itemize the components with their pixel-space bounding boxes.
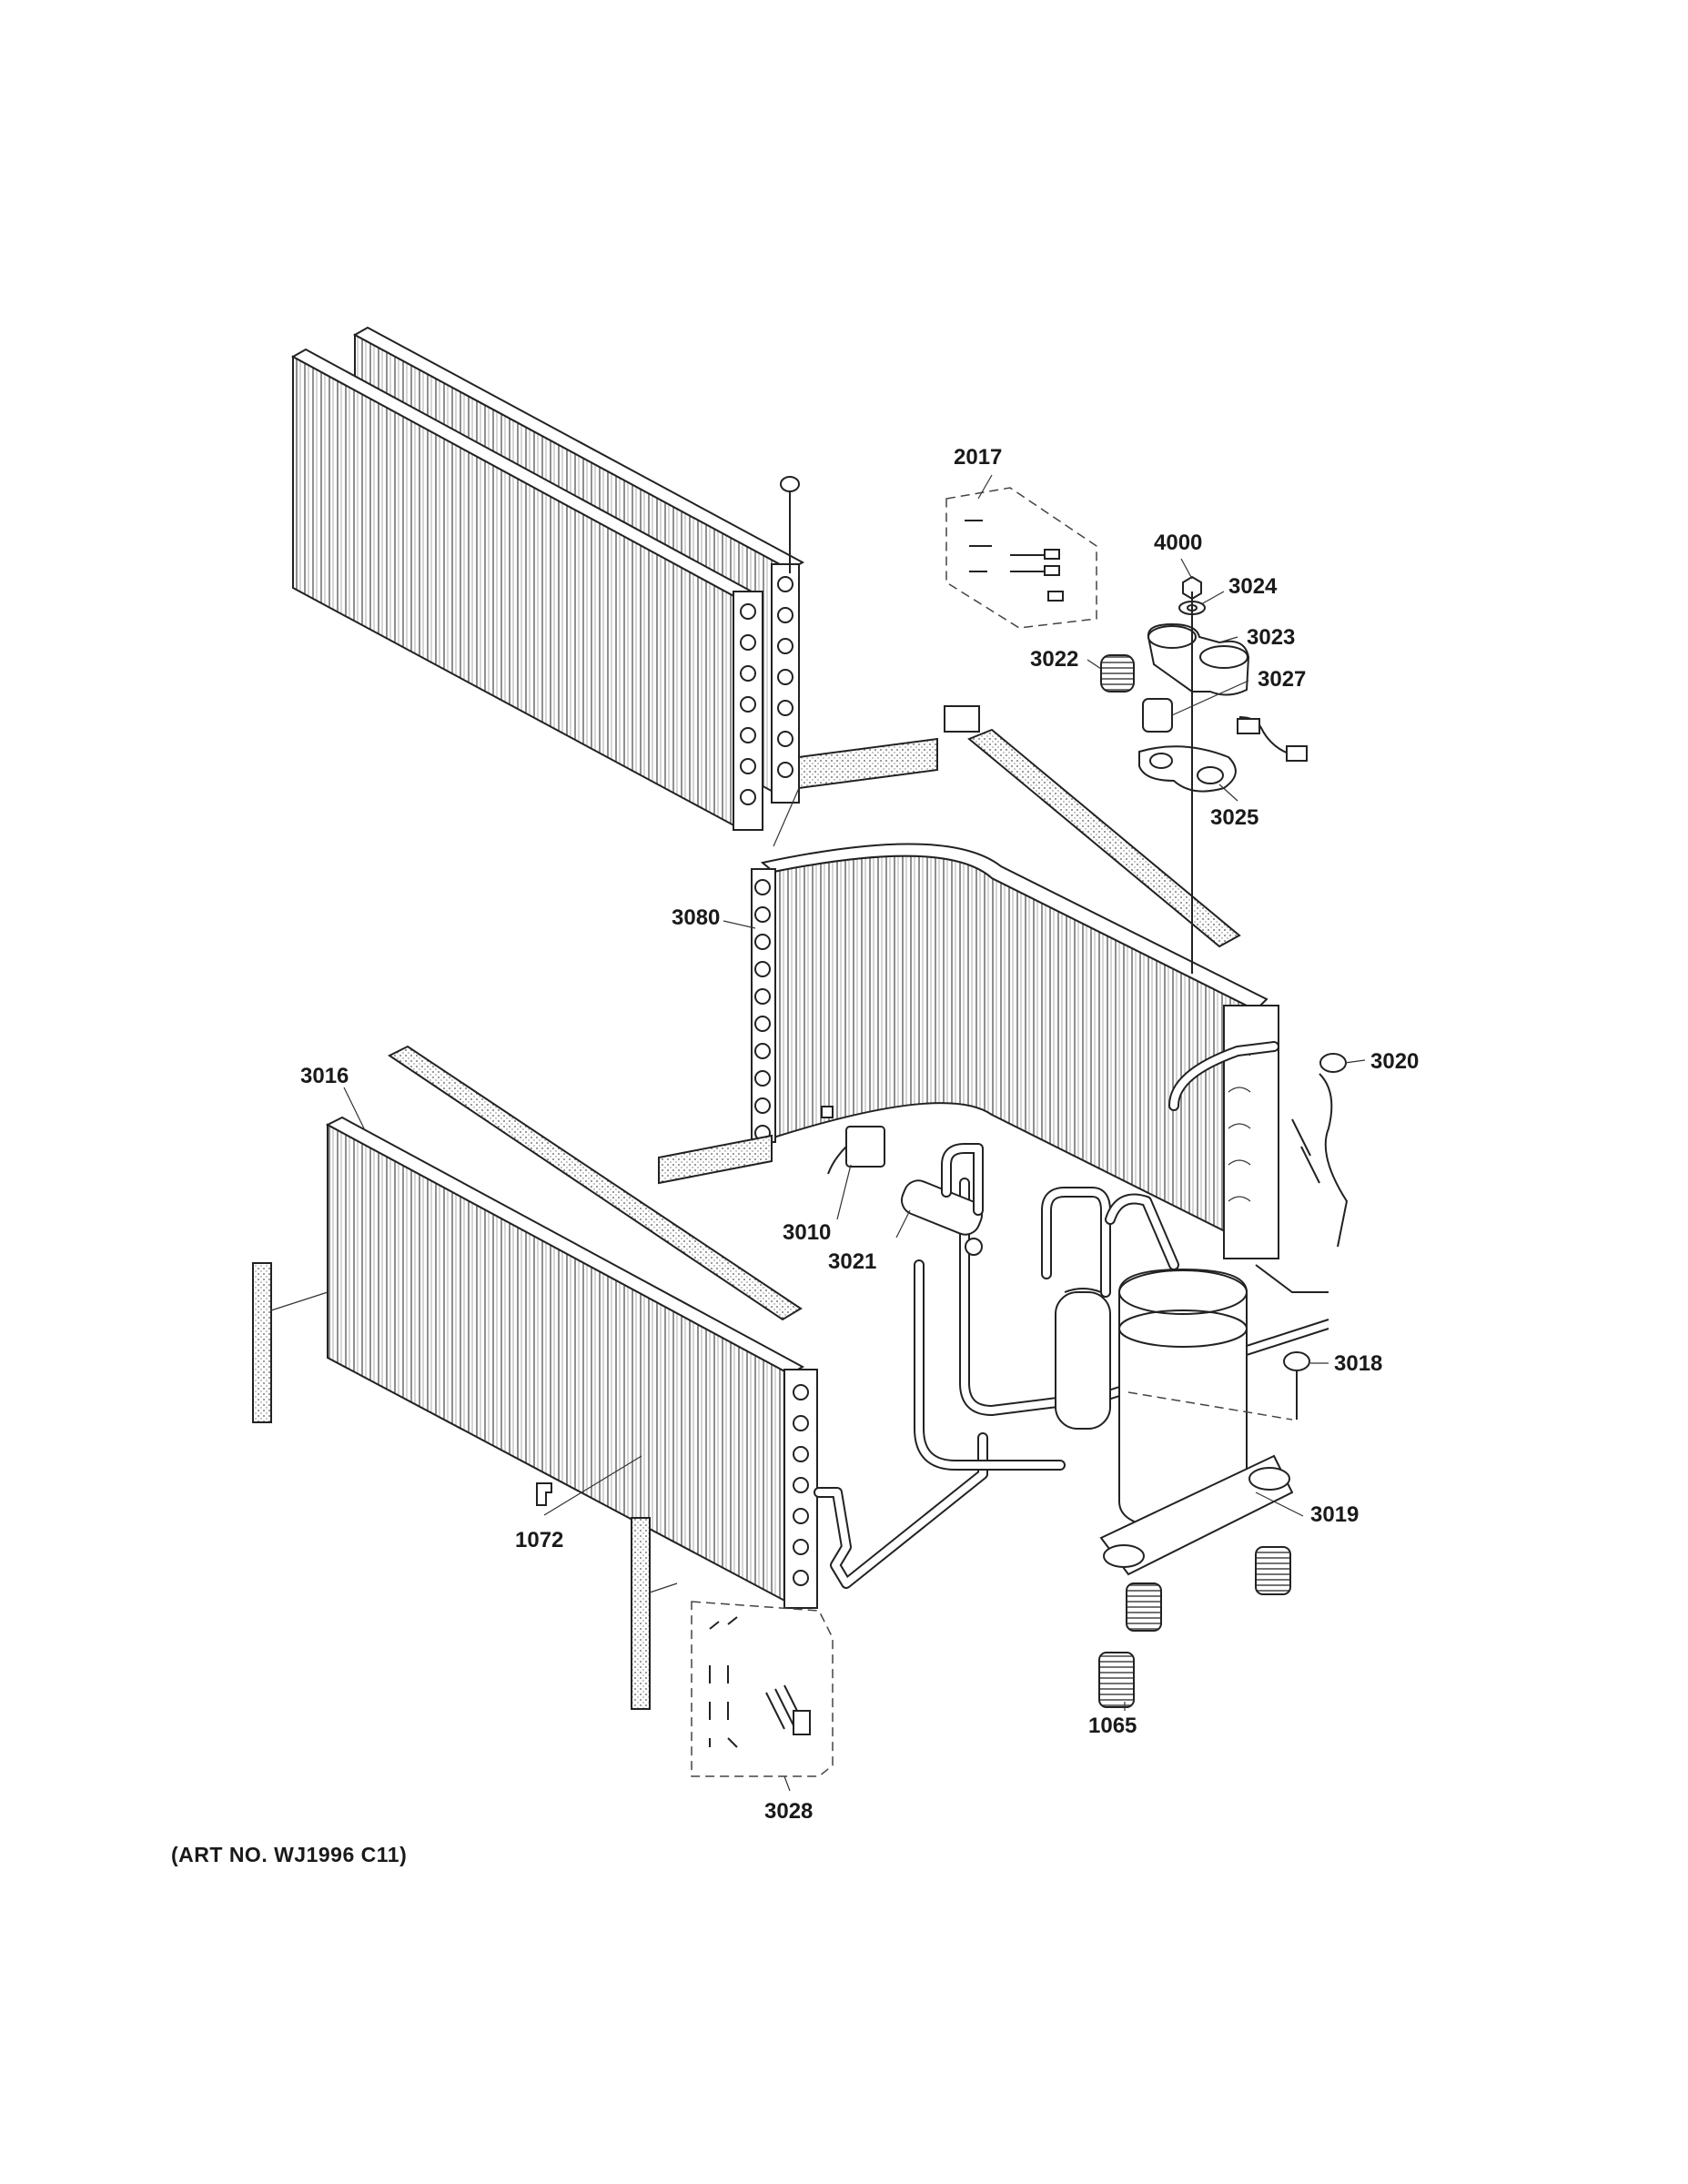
lower-coil-tube-returns (793, 1384, 809, 1586)
accumulator (1055, 1288, 1111, 1430)
evaporator-coil-top (760, 843, 1269, 1012)
spring-3022 (1100, 654, 1135, 693)
callout-3019: 3019 (1310, 1502, 1359, 1527)
nut-4000 (1182, 575, 1202, 601)
gasket-strip-lower (658, 1134, 773, 1185)
gasket-strip-long (388, 1045, 803, 1321)
callout-3028: 3028 (764, 1799, 813, 1824)
callout-3020: 3020 (1370, 1049, 1419, 1074)
callout-3022: 3022 (1030, 647, 1078, 672)
callout-1072: 1072 (515, 1528, 563, 1552)
foam-block (944, 705, 980, 733)
gasket-3025 (1138, 745, 1237, 793)
callout-labels: 2017 4000 3024 3023 3022 3027 3025 3080 … (300, 445, 1419, 1824)
callout-2017: 2017 (954, 445, 1002, 470)
leader-lines (343, 474, 1366, 1792)
lower-coil-top (325, 1116, 805, 1376)
art-number-caption: (ART NO. WJ1996 C11) (171, 1843, 408, 1866)
overload-3027 (1142, 698, 1308, 762)
callout-3021: 3021 (828, 1249, 876, 1274)
wire-kit-3028 (691, 1601, 834, 1777)
thermistor-3020 (1291, 1053, 1349, 1248)
callout-3025: 3025 (1210, 805, 1258, 830)
lower-coil-end-plate (783, 1369, 818, 1609)
upper-coil-assembly (290, 326, 805, 831)
wire-kit-2017 (945, 487, 1097, 629)
callout-3010: 3010 (783, 1220, 831, 1245)
callout-1065: 1065 (1088, 1714, 1137, 1738)
compressor (1099, 1268, 1294, 1576)
callout-4000: 4000 (1154, 531, 1202, 555)
refrigerant-tubing (814, 1041, 1329, 1589)
bolt-3018 (1283, 1351, 1310, 1420)
gasket-strip-upper (798, 737, 938, 790)
side-gasket-left (252, 1262, 272, 1423)
upper-coil-screw (780, 476, 800, 573)
upper-coil-rear-top (352, 326, 805, 571)
callout-3016: 3016 (300, 1064, 349, 1088)
terminal-cover-3023 (1147, 622, 1250, 696)
callout-3018: 3018 (1334, 1351, 1382, 1376)
grommets-1065 (1098, 1546, 1291, 1708)
gasket-strip-diagonal (967, 728, 1241, 948)
clip-1072 (536, 1482, 552, 1506)
solenoid-coil-3010 (821, 1106, 885, 1175)
callout-3023: 3023 (1247, 625, 1295, 650)
reversing-valve-3021 (900, 1143, 984, 1256)
lower-coil-3016 (325, 1116, 818, 1609)
side-gasket-bottom (631, 1517, 651, 1710)
callout-3080: 3080 (672, 905, 720, 930)
evaporator-coil-end-plate (751, 868, 776, 1143)
callout-3027: 3027 (1258, 667, 1306, 692)
upper-coil-tube-returns (740, 576, 793, 805)
callout-3024: 3024 (1228, 574, 1278, 599)
